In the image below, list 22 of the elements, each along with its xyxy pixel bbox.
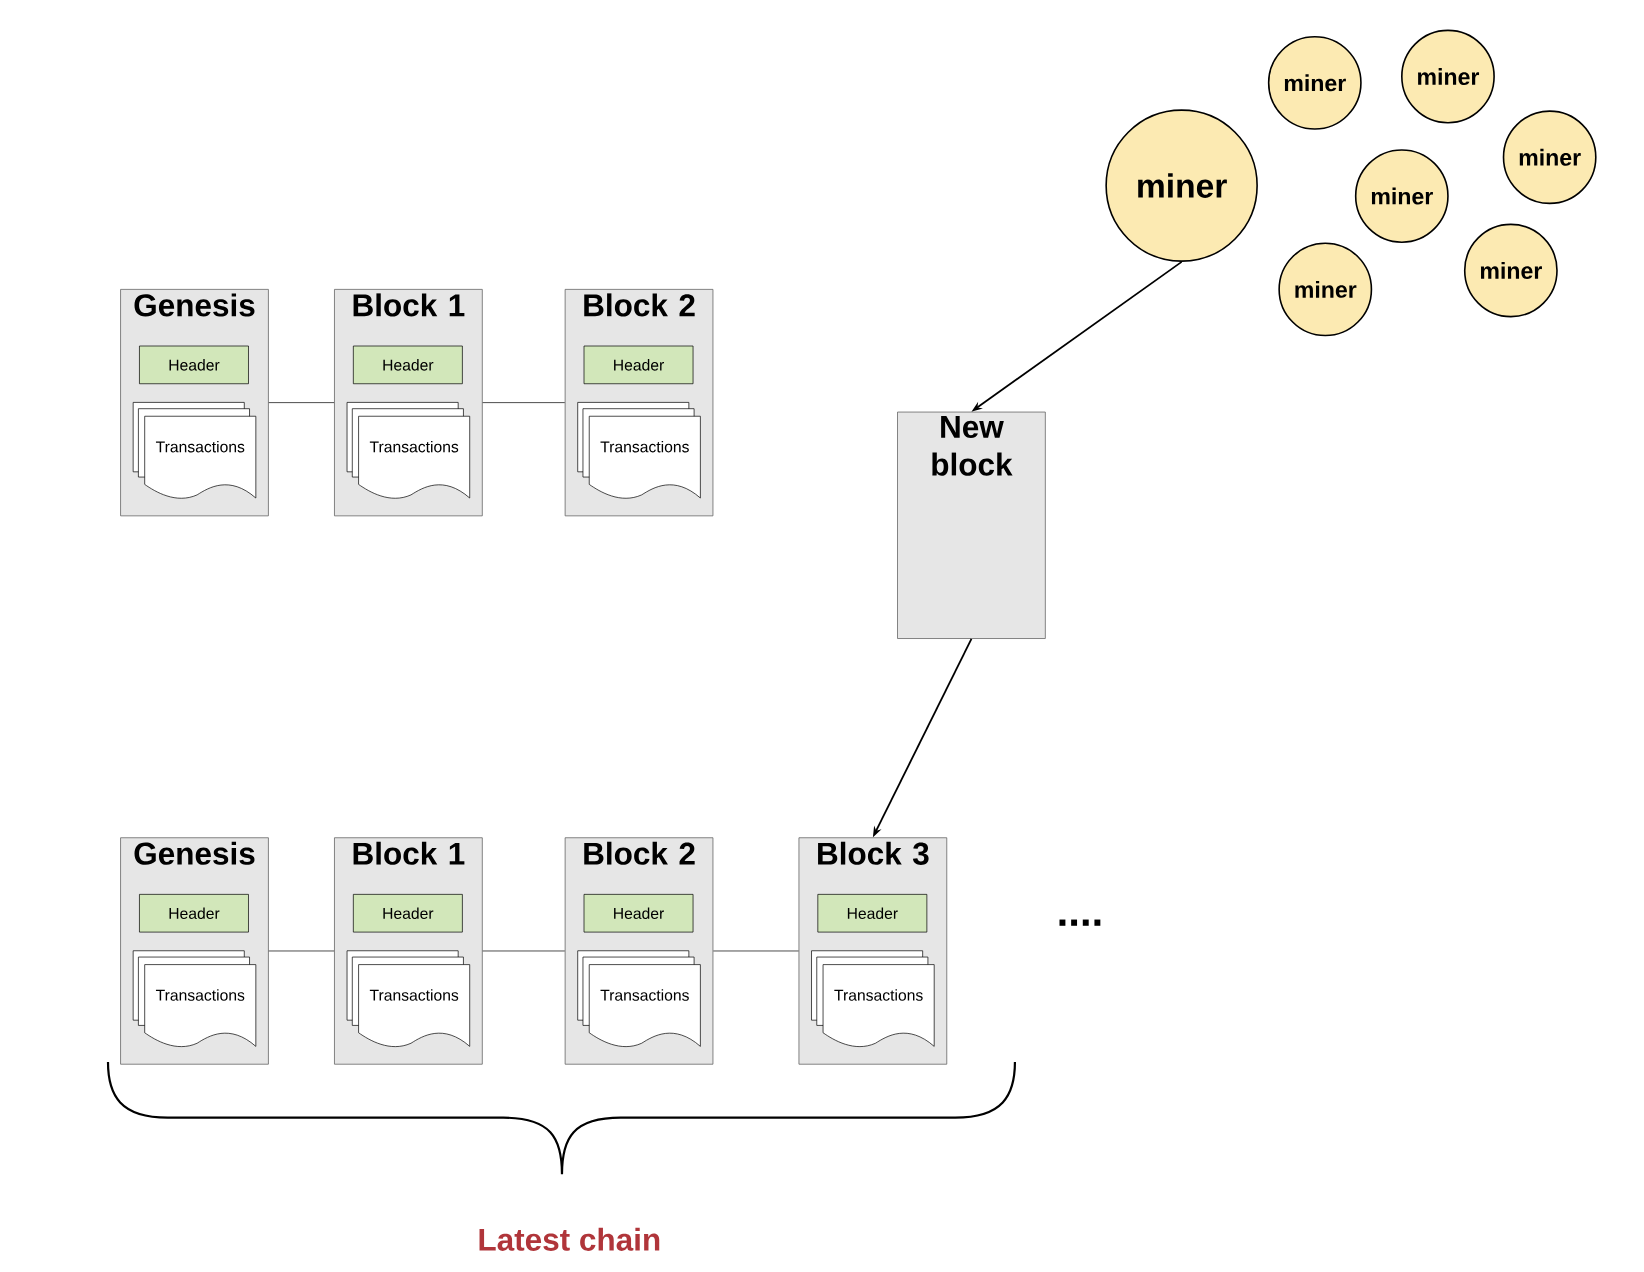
document-stack: Transactions (346, 950, 471, 1047)
connector-line (482, 402, 566, 403)
connector-line (482, 950, 566, 952)
block-box: New block (897, 411, 1046, 639)
header-box: Header (353, 894, 463, 933)
header-box: Header (353, 345, 463, 385)
header-box: Header (139, 345, 249, 385)
connector-line (713, 950, 799, 952)
header-box: Header (139, 894, 249, 933)
connector-line (268, 950, 335, 952)
document-stack: Transactions (346, 402, 471, 499)
chain-label: Latest chain (479, 1227, 660, 1251)
header-box: Header (817, 894, 928, 933)
header-box: Header (583, 894, 694, 933)
document-stack: Transactions (577, 402, 701, 499)
document-stack: Transactions (132, 950, 257, 1047)
document-stack: Transactions (577, 950, 701, 1047)
document-stack: Transactions (132, 402, 257, 499)
connector-line (268, 402, 335, 403)
header-box: Header (583, 345, 694, 385)
document-stack: Transactions (811, 950, 935, 1047)
ellipsis-text: .... (1059, 919, 1101, 926)
